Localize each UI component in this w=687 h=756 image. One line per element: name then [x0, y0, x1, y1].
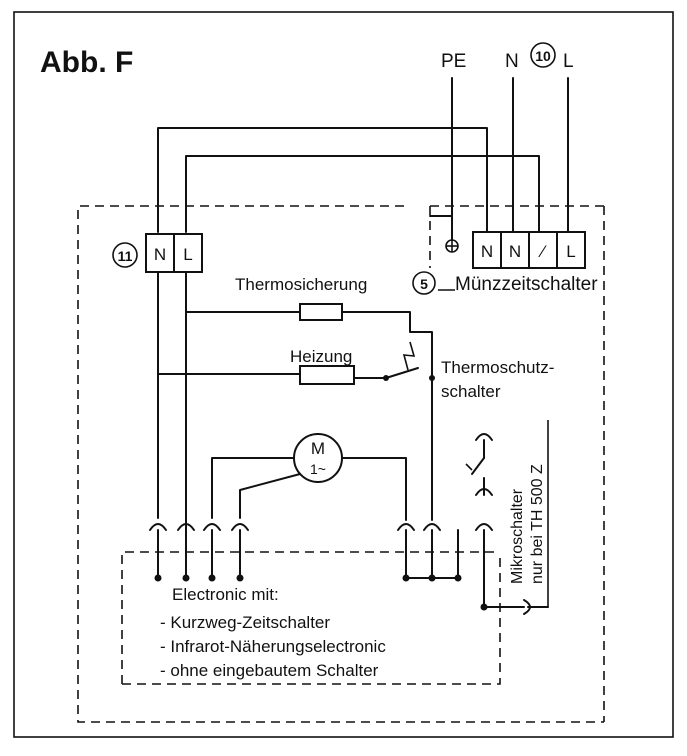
munz-terminal-n2: N [509, 242, 521, 261]
top-jumper-wires [157, 127, 540, 233]
terminal-11: 11 N L [112, 233, 203, 273]
thermosicherung-fuse [185, 271, 433, 521]
motor: M 1~ [211, 433, 407, 521]
callout-5-text: 5 [420, 276, 428, 292]
munz-terminal-n1: N [481, 242, 493, 261]
munz-terminal-l: L [566, 242, 575, 261]
housing-outline [77, 205, 605, 723]
munz-terminal-switch: ⁄ [538, 242, 548, 261]
electronic-item-1: - Kurzweg-Zeitschalter [160, 613, 330, 632]
electronic-item-2: - Infrarot-Näherungselectronic [160, 637, 386, 656]
plug-connectors [149, 523, 493, 531]
electronic-feed-wires [154, 271, 462, 582]
callout-10: 10 [530, 42, 556, 68]
heizung-label: Heizung [290, 347, 352, 366]
thermoschutz-label-1: Thermoschutz- [441, 358, 554, 377]
munzzeitschalter-label: Münzzeitschalter [455, 274, 598, 295]
heizung-element [157, 365, 385, 519]
thermosicherung-label: Thermosicherung [235, 275, 367, 294]
terminal-11-l: L [183, 245, 192, 264]
callout-11-text: 11 [118, 248, 133, 264]
electronic-item-3: - ohne eingebautem Schalter [160, 661, 379, 680]
figure-border [13, 11, 674, 738]
thermoschutz-label-2: schalter [441, 382, 501, 401]
n-supply-label: N [505, 51, 519, 72]
mikroschalter [465, 420, 549, 615]
motor-label-phase: 1~ [310, 461, 326, 477]
mikroschalter-label-1: Mikroschalter [509, 488, 526, 584]
pe-label: PE [441, 51, 466, 72]
l-supply-label: L [563, 51, 574, 72]
thermoschutzschalter-switch [383, 341, 435, 381]
figure-title: Abb. F [40, 46, 133, 79]
mikroschalter-label-2: nur bei TH 500 Z [529, 464, 546, 584]
munzzeitschalter-block: N N ⁄ L [429, 206, 586, 269]
electronic-heading: Electronic mit: [172, 585, 279, 604]
motor-label-m: M [311, 439, 325, 458]
terminal-11-n: N [154, 245, 166, 264]
callout-10-text: 10 [535, 48, 551, 64]
callout-5: 5 [412, 271, 436, 295]
earth-terminal [429, 215, 459, 253]
